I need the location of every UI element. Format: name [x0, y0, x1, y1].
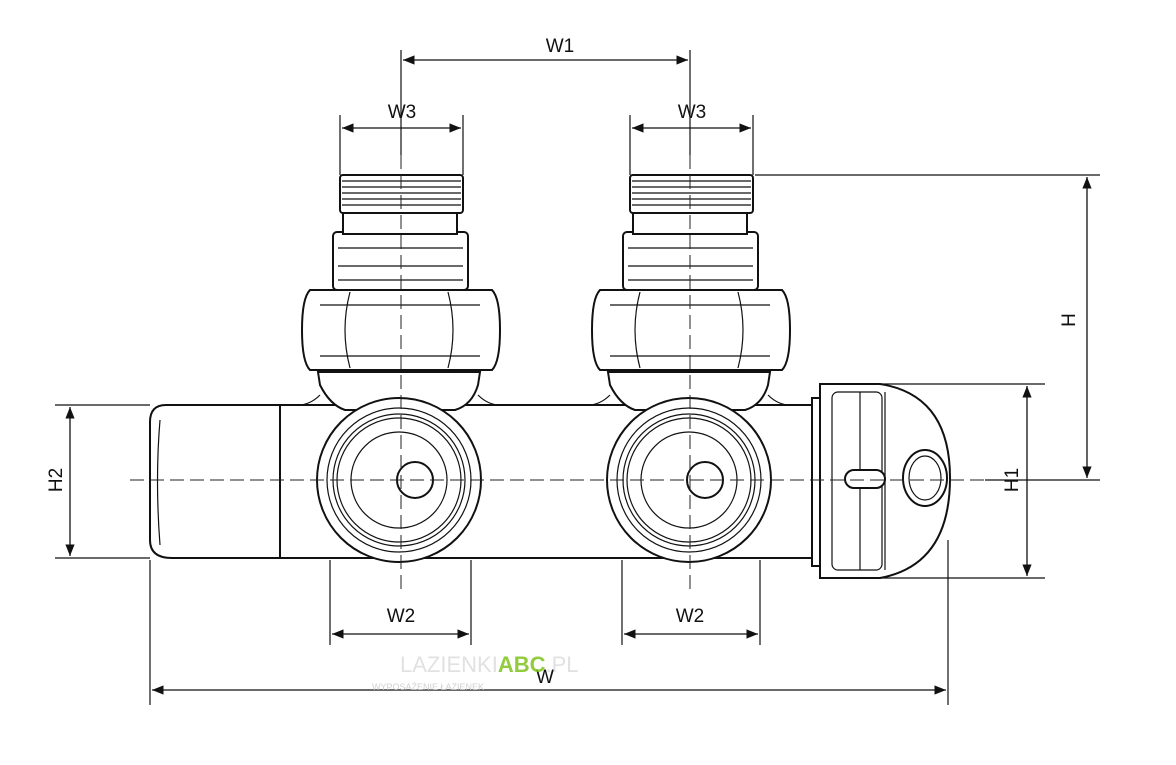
right-hex-nut	[590, 289, 792, 371]
watermark-suffix: .PL	[545, 652, 578, 677]
valve-body	[149, 383, 952, 579]
watermark: LAZIENKIABC.PL WYPOSAŻENIE ŁAZIENEK	[372, 652, 579, 692]
dimension-lines	[65, 55, 1092, 695]
h2-label: H2	[46, 468, 67, 492]
left-thread	[339, 174, 464, 214]
w3-left-label: W3	[388, 102, 417, 123]
h-label: H	[1059, 313, 1080, 327]
right-connector	[587, 174, 792, 563]
left-hex-nut	[300, 289, 502, 371]
dimension-labels: W1 W3 W3 W2 W2 W H H1 H2	[46, 36, 1080, 688]
left-connector	[297, 174, 502, 563]
watermark-tagline: WYPOSAŻENIE ŁAZIENEK	[372, 682, 484, 692]
w2-right-label: W2	[676, 606, 705, 627]
center-lines	[130, 155, 985, 590]
h1-label: H1	[1002, 468, 1023, 492]
w3-right-label: W3	[678, 102, 707, 123]
knob-hole	[902, 449, 948, 507]
extension-lines	[55, 50, 1100, 705]
watermark-prefix: LAZIENKI	[400, 652, 498, 677]
svg-text:LAZIENKIABC.PL: LAZIENKIABC.PL	[400, 652, 579, 677]
w-label: W	[536, 667, 554, 688]
left-end-cap	[149, 404, 281, 559]
right-thread	[629, 174, 754, 214]
w1-label: W1	[546, 36, 575, 57]
watermark-brand: ABC	[498, 652, 546, 677]
w2-left-label: W2	[387, 606, 416, 627]
